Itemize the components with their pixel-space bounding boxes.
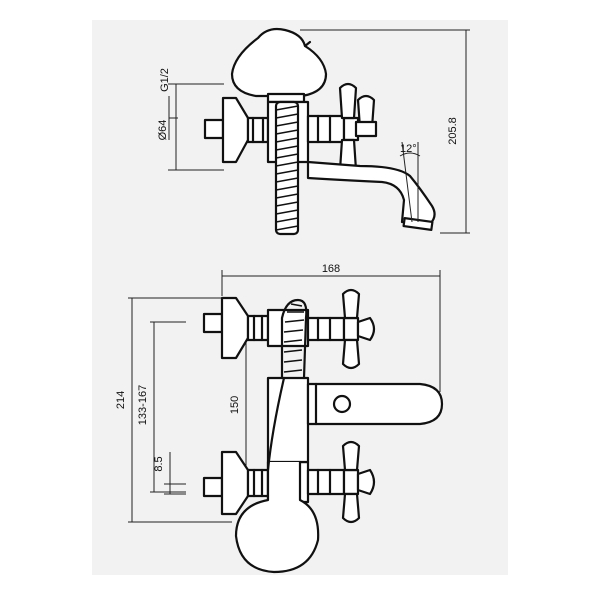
- thread-label: G1/2: [159, 68, 171, 92]
- side-shower-head: [230, 27, 328, 98]
- axis-label: 150: [229, 396, 241, 414]
- front-central-body: [266, 376, 310, 464]
- angle-arc: [399, 152, 421, 157]
- front-upper-cross-handle: [341, 288, 376, 370]
- front-lower-handle-arm-side: [356, 468, 376, 496]
- offset-label: 8.5: [153, 456, 165, 471]
- front-shower-handset: [234, 460, 320, 574]
- front-upper-handle-arm-down: [341, 338, 361, 370]
- diameter-label: Ø64: [157, 120, 169, 141]
- side-handle-cap: [354, 120, 378, 138]
- side-spout: [306, 160, 436, 226]
- front-upper-valve: [306, 316, 346, 342]
- angle-line-a: [401, 141, 413, 223]
- front-upper-handle-arm-up: [341, 288, 361, 320]
- height-label: 205.8: [447, 117, 459, 145]
- centers-label: 133-167: [137, 385, 149, 425]
- side-hose-coils: [275, 105, 299, 231]
- front-spout: [306, 382, 444, 426]
- front-bottom-flange: [220, 450, 250, 516]
- front-upper-handle-stem: [342, 316, 360, 342]
- front-diverter-knob: [332, 394, 352, 414]
- side-flange: [221, 96, 250, 164]
- front-top-wall-nut: [202, 312, 224, 334]
- width-label: 168: [322, 263, 340, 275]
- front-handset-neck: [266, 376, 286, 472]
- front-top-flange: [220, 296, 250, 360]
- front-lower-cross-handle: [341, 440, 376, 524]
- front-upper-handle-arm-side: [356, 316, 376, 342]
- front-top-union: [246, 314, 270, 342]
- side-handle-arm-up: [338, 82, 358, 120]
- length-label: 214: [115, 391, 127, 409]
- front-hose: [280, 298, 308, 380]
- angle-label: 12°: [400, 143, 417, 155]
- side-hose-outline: [274, 100, 300, 236]
- front-bottom-wall-nut: [202, 476, 224, 498]
- front-bottom-union: [246, 468, 270, 498]
- front-lower-handle-arm-up: [341, 440, 361, 472]
- side-cross-handle: [338, 82, 378, 176]
- side-view: 205.8 Ø64 G1/2: [157, 27, 470, 236]
- side-wall-nut: [203, 118, 225, 140]
- side-shower-hose: [274, 100, 300, 236]
- front-hose-coils: [283, 303, 305, 373]
- side-union-nut: [246, 116, 270, 144]
- front-lower-handle-arm-down: [341, 492, 361, 524]
- front-view: 168 214 133-167 8.5 150: [115, 263, 444, 574]
- side-valve-body: [306, 114, 346, 144]
- side-hook: [303, 40, 312, 48]
- side-spout-outlet: [402, 216, 434, 232]
- side-shower-holder: [266, 92, 306, 104]
- front-lower-handle-stem: [342, 468, 360, 496]
- front-lower-valve: [306, 468, 346, 496]
